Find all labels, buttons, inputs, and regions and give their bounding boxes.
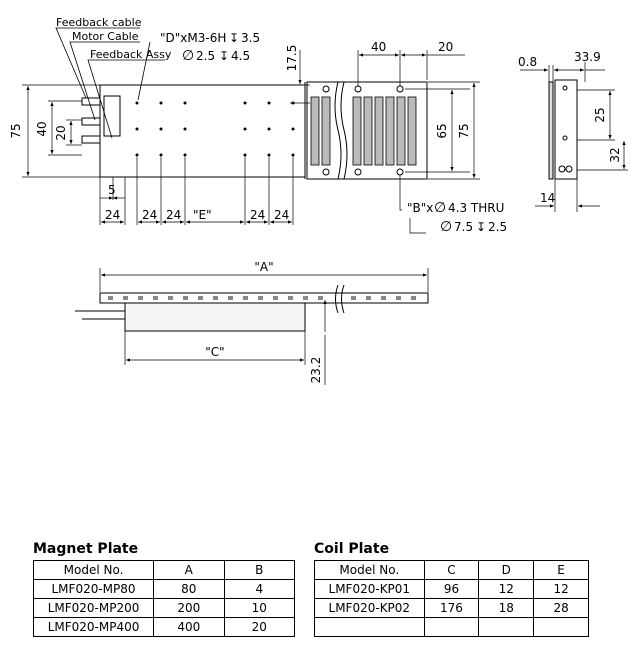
magnet-ticks <box>108 296 416 300</box>
mount-holes <box>322 85 404 176</box>
table-cell: LMF020-MP200 <box>32 598 155 618</box>
dim-24: 24 <box>166 208 181 222</box>
table-cell <box>314 617 425 637</box>
table-row: LMF020-KP02 176 18 28 <box>314 598 589 618</box>
table-cell: 80 <box>153 579 225 599</box>
table-header-row: Model No. C D E <box>314 560 589 580</box>
table-cell: 96 <box>423 579 480 599</box>
feedback-cable-label: Feedback cable <box>56 16 142 29</box>
dim-65: 65 <box>435 123 449 138</box>
col-d: D <box>478 560 535 580</box>
dim-20-top: 20 <box>438 40 453 54</box>
dim-17-5: 17.5 <box>285 45 299 72</box>
depth-symbol: ↧ <box>219 49 229 63</box>
diameter-symbol: ∅ <box>434 200 446 216</box>
table-row: LMF020-MP80 80 4 <box>32 579 296 599</box>
tap-holes <box>135 101 295 157</box>
diameter-symbol: ∅ <box>440 219 452 235</box>
diameter-symbol: ∅ <box>182 48 194 64</box>
table-cell <box>423 617 480 637</box>
dim-24: 24 <box>142 208 157 222</box>
dim-24: 24 <box>105 208 120 222</box>
table-cell: 10 <box>223 598 296 618</box>
table-cell: LMF020-KP02 <box>314 598 425 618</box>
col-c: C <box>423 560 480 580</box>
depth-symbol: ↧ <box>229 31 239 45</box>
dim-40-top: 40 <box>371 40 386 54</box>
dim-25: 25 <box>593 107 607 122</box>
table-cell: LMF020-MP80 <box>32 579 155 599</box>
table-cell: 28 <box>533 598 589 618</box>
magnet-strips <box>310 96 417 166</box>
dim-33-9: 33.9 <box>574 50 601 64</box>
dim-c-label: "C" <box>205 345 224 359</box>
table-cell: 20 <box>223 617 296 637</box>
dim-20-left: 20 <box>54 125 68 140</box>
motor-cable-label: Motor Cable <box>72 30 139 43</box>
table-cell: 200 <box>153 598 225 618</box>
dim-32: 32 <box>608 147 622 162</box>
col-model: Model No. <box>32 560 155 580</box>
col-a: A <box>153 560 225 580</box>
feedback-assy-label: Feedback Assy <box>90 48 172 61</box>
table-cell: 400 <box>153 617 225 637</box>
technical-drawing: Feedback cable Motor Cable Feedback Assy… <box>9 16 628 385</box>
table-row: LMF020-MP400 400 20 <box>32 617 296 637</box>
dim-e-label: "E" <box>193 208 212 222</box>
coil-plate-outline <box>99 84 306 178</box>
dim-75-right: 75 <box>457 123 471 138</box>
table-header-row: Model No. A B <box>32 560 296 580</box>
table-cell: 4 <box>223 579 296 599</box>
tap-depth-value: 3.5 <box>241 31 260 45</box>
table-row <box>314 617 589 637</box>
hole-depth-value: 4.5 <box>231 49 250 63</box>
cbore-dia-value: 7.5 <box>454 220 473 234</box>
thru-prefix-note: "B"x <box>407 201 433 215</box>
table-cell: 12 <box>478 579 535 599</box>
hole-dia-value: 2.5 <box>196 49 215 63</box>
table-row: LMF020-MP200 200 10 <box>32 598 296 618</box>
magnet-plate-table: Model No. A B LMF020-MP80 80 4 LMF020-MP… <box>32 560 296 637</box>
thru-dia-note: 4.3 THRU <box>448 201 504 215</box>
table-cell: LMF020-MP400 <box>32 617 155 637</box>
tap-spec-note: "D"xM3-6H <box>160 31 226 45</box>
dim-0-8: 0.8 <box>518 55 537 69</box>
dim-a-label: "A" <box>254 260 273 274</box>
table-cell: 18 <box>478 598 535 618</box>
depth-symbol: ↧ <box>476 220 486 234</box>
cbore-depth-value: 2.5 <box>488 220 507 234</box>
dim-75-left: 75 <box>9 123 23 138</box>
front-view <box>75 284 429 332</box>
table-cell: 176 <box>423 598 480 618</box>
col-model: Model No. <box>314 560 425 580</box>
dim-5: 5 <box>108 183 116 197</box>
table-cell: LMF020-KP01 <box>314 579 425 599</box>
dim-40-left: 40 <box>35 121 49 136</box>
table-cell <box>478 617 535 637</box>
dim-14: 14 <box>540 191 555 205</box>
dim-23-2: 23.2 <box>309 357 323 384</box>
col-b: B <box>223 560 296 580</box>
col-e: E <box>533 560 589 580</box>
dim-24: 24 <box>274 208 289 222</box>
table-cell: 12 <box>533 579 589 599</box>
table-cell <box>533 617 589 637</box>
magnet-plate-outline <box>306 81 428 180</box>
coil-plate-title: Coil Plate <box>314 541 390 557</box>
top-view <box>81 81 428 180</box>
dim-24: 24 <box>250 208 265 222</box>
coil-plate-table: Model No. C D E LMF020-KP01 96 12 12 LMF… <box>314 560 589 637</box>
magnet-plate-title: Magnet Plate <box>33 541 139 557</box>
side-view <box>548 79 578 180</box>
table-row: LMF020-KP01 96 12 12 <box>314 579 589 599</box>
